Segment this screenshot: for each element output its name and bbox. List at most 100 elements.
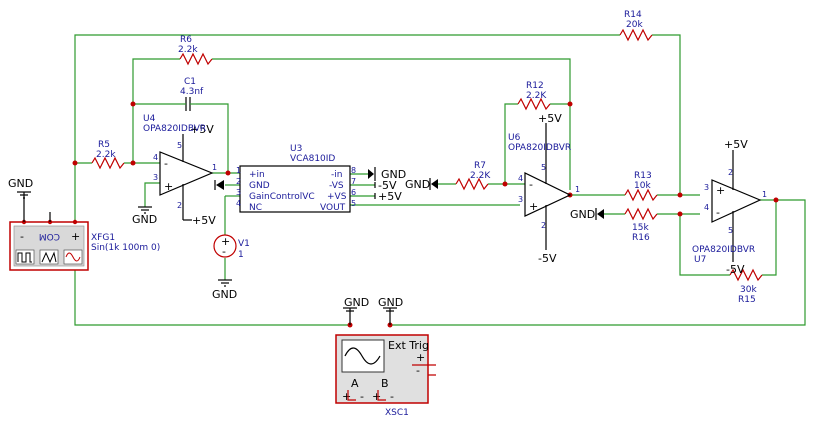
ground-symbol: GND [132, 206, 157, 226]
channel-b-label: B [381, 377, 389, 390]
scope-screen [341, 339, 385, 373]
r16-value: 15k [632, 223, 649, 233]
r15-label: R15 [738, 295, 756, 305]
c1-label: C1 [184, 77, 196, 87]
u7-label: U7 [694, 255, 706, 265]
u7-vneg: -5V [726, 263, 745, 276]
r7-label: R7 [474, 161, 486, 171]
v1-plus: + [221, 235, 230, 248]
u6-part: OPA820IDBVR [508, 143, 571, 153]
function-generator-xfg1[interactable]: - COM + GND XFG1 Sin(1k 100m 0) [8, 177, 160, 271]
ext-trig-minus: - [416, 364, 420, 377]
opamp-u4[interactable]: - + 4 3 1 5 2 +5V +5V U4 OPA820IDBVR [143, 114, 217, 227]
u7-pin3: 3 [704, 183, 709, 192]
r5-value: 2.2k [96, 150, 116, 160]
v1-minus: - [222, 245, 226, 258]
u6-pin5: 5 [541, 163, 546, 172]
u6-vpos: +5V [538, 112, 562, 125]
v1-value: 1 [238, 250, 244, 260]
vca-pin6: 6 [351, 188, 356, 197]
ground-arrow-r7: GND [405, 178, 438, 191]
u4-label: U4 [143, 114, 156, 124]
vca-pin7: 7 [351, 177, 356, 186]
r7-value: 2.2K [470, 171, 491, 181]
xfg1-signal: Sin(1k 100m 0) [91, 243, 160, 253]
u6-pin3: 3 [518, 195, 523, 204]
r14-value: 20k [626, 20, 643, 30]
resistor-r16[interactable]: 15k R16 [624, 207, 658, 243]
xfg1-com: COM [39, 231, 60, 241]
u4-vpos: +5V [190, 123, 214, 136]
resistor-r6[interactable]: R6 2.2k [178, 35, 213, 66]
ground-arrow-u3 [214, 180, 224, 190]
sine-trace-icon [344, 347, 381, 365]
vca-pin-gnd: GND [249, 181, 270, 191]
u7-minus: - [716, 206, 720, 219]
u3-supply-labels: GND -5V +5V [368, 167, 406, 203]
u6-label: U6 [508, 133, 521, 143]
opamp-u6[interactable]: - + 4 3 1 5 2 +5V -5V U6 OPA820IDBVR [508, 112, 580, 265]
u7-pin1: 1 [762, 190, 767, 199]
voltage-source-v1[interactable]: + - V1 1 GND [212, 234, 250, 301]
u3-part: VCA810ID [290, 154, 335, 164]
xfg1-minus: - [20, 230, 24, 243]
r13-label: R13 [634, 171, 652, 181]
vca-pin-nc: NC [249, 203, 262, 213]
u7-part: OPA820IDBVR [692, 245, 755, 255]
resistor-r13[interactable]: R13 10k [624, 171, 658, 202]
channel-a-label: A [351, 377, 359, 390]
u7-pin5: 5 [728, 226, 733, 235]
capacitor-c1[interactable]: C1 4.3nf [180, 77, 204, 111]
u3-gnd: GND [381, 168, 406, 181]
vca-pin-vs-neg: -VS [329, 181, 344, 191]
vca-pin3: 3 [236, 188, 241, 197]
ch-a-minus: - [360, 390, 364, 403]
r6-label: R6 [180, 35, 192, 45]
r12-label: R12 [526, 81, 544, 91]
ext-trig-plus: + [416, 351, 425, 364]
xsc1-label: XSC1 [385, 408, 409, 418]
ext-trig-label: Ext Trig [388, 339, 429, 352]
u6-pin1: 1 [575, 185, 580, 194]
gnd-r16: GND [570, 208, 595, 221]
u6-vneg: -5V [538, 252, 557, 265]
vca-pin-vs-pos: +VS [327, 192, 347, 202]
vca-pin-in-neg: -in [331, 170, 342, 180]
r14-label: R14 [624, 10, 642, 20]
resistor-r12[interactable]: R12 2.2K [517, 81, 551, 111]
ch-b-minus: - [390, 390, 394, 403]
opamp-u7[interactable]: + - 3 4 1 2 5 +5V -5V OPA820IDBVR U7 [692, 138, 767, 276]
resistor-r5[interactable]: R5 2.2k [91, 140, 125, 170]
u4-pin5: 5 [177, 141, 182, 150]
r12-value: 2.2K [526, 91, 547, 101]
vca-u3[interactable]: U3 VCA810ID +in GND GainControlVC NC -in… [236, 144, 356, 213]
u4-pin2: 2 [177, 201, 182, 210]
u3-m5v: -5V [378, 179, 397, 192]
r16-label: R16 [632, 233, 650, 243]
xfg1-label: XFG1 [91, 233, 115, 243]
xsc1-gnd-a: GND [344, 296, 369, 309]
ch-b-plus: + [372, 390, 381, 403]
u4-plus: + [164, 180, 173, 193]
resistor-r15[interactable]: 30k R15 [729, 268, 763, 305]
oscilloscope-xsc1[interactable]: GND GND Ext Trig + - A B + - + - XSC1 [335, 296, 436, 418]
ch-a-plus: + [342, 390, 351, 403]
gnd-r7: GND [405, 178, 430, 191]
vca-pin2: 2 [236, 177, 241, 186]
resistor-r14[interactable]: R14 20k [619, 10, 653, 42]
vca-pin-vout: VOUT [320, 203, 346, 213]
xsc1-gnd-b: GND [378, 296, 403, 309]
vca-pin5: 5 [351, 199, 356, 208]
xfg1-plus: + [71, 230, 80, 243]
u6-pin2: 2 [541, 221, 546, 230]
u4-minus: - [164, 157, 168, 170]
gnd-label: GND [132, 213, 157, 226]
u3-p5v: +5V [378, 190, 402, 203]
resistor-r7[interactable]: R7 2.2K [455, 161, 491, 191]
u6-pin4: 4 [518, 174, 523, 183]
u4-pin4: 4 [153, 153, 158, 162]
u4-pin3: 3 [153, 173, 158, 182]
vca-pin8: 8 [351, 166, 356, 175]
xfg1-gnd: GND [8, 177, 33, 190]
